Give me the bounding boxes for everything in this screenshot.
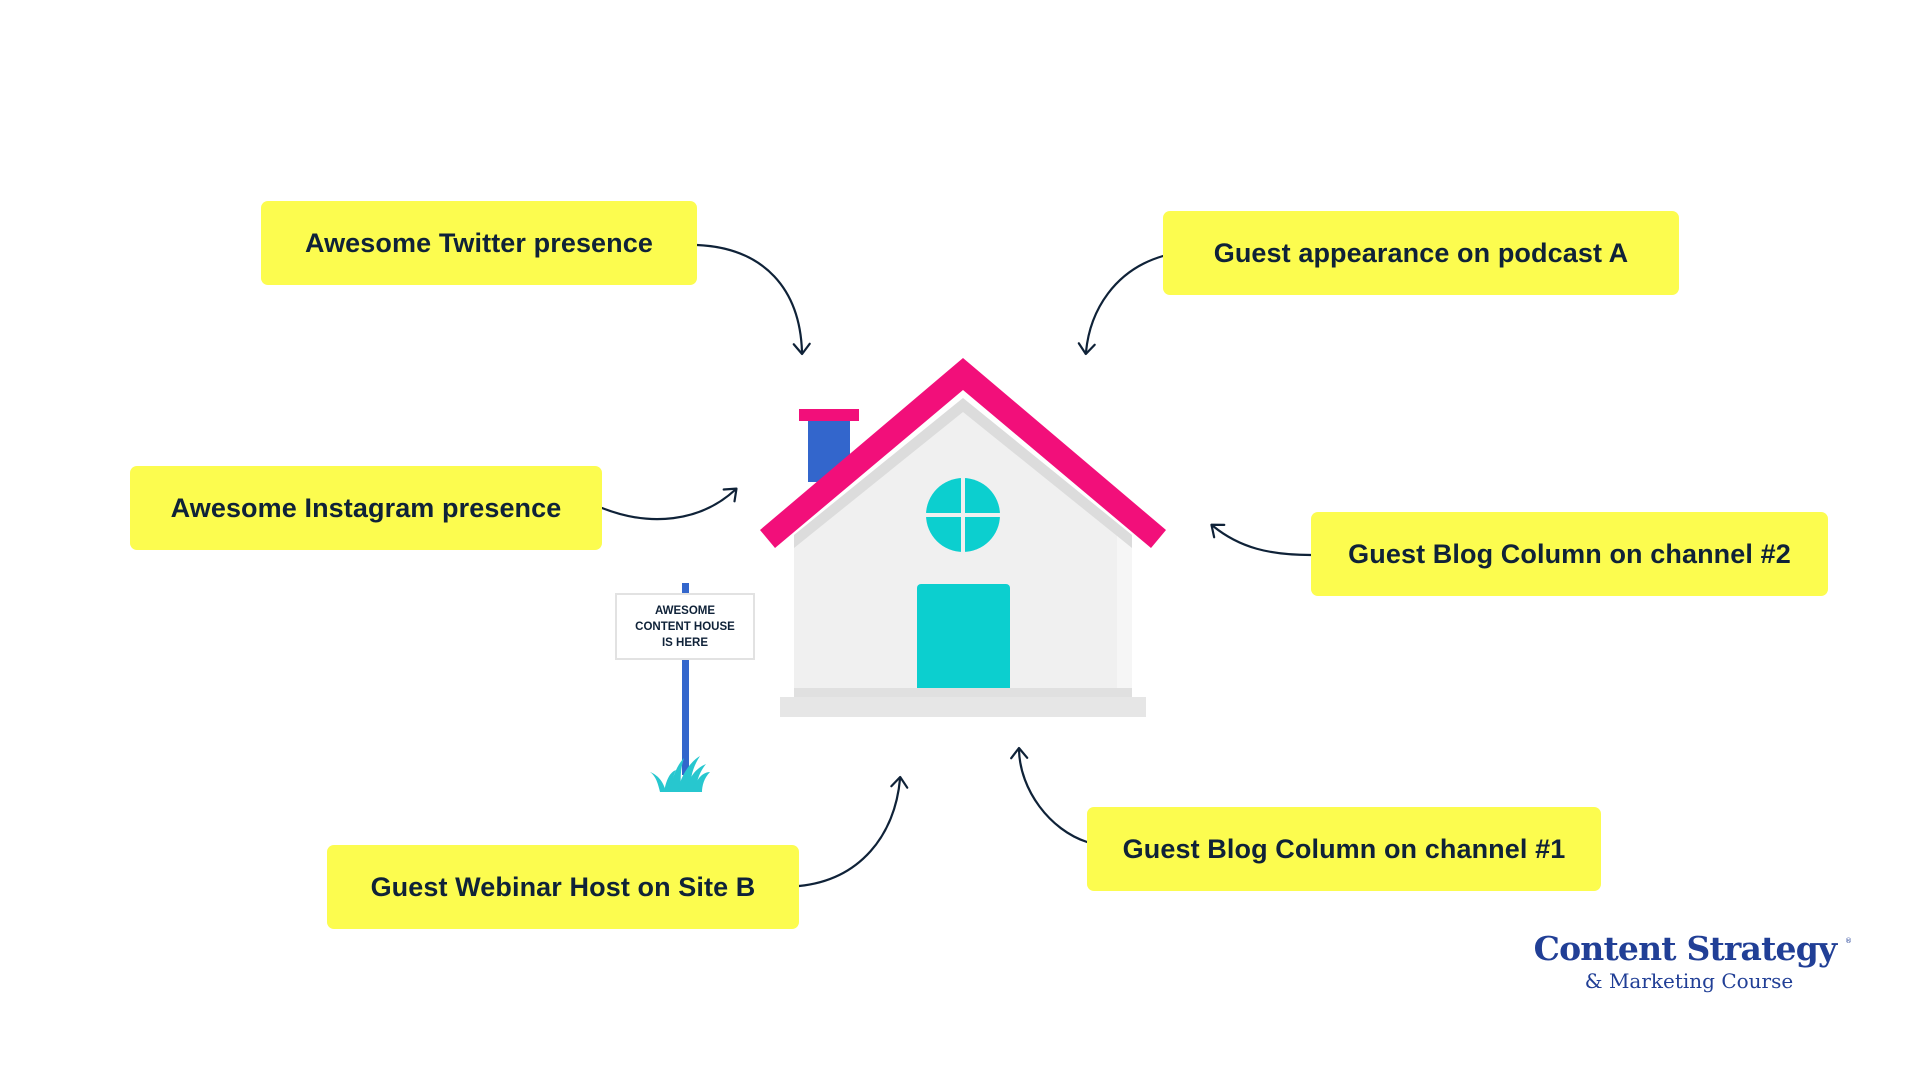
arrows xyxy=(600,243,1313,888)
logo-sub-text: & Marketing Course xyxy=(1584,969,1794,993)
callout-webinar: Guest Webinar Host on Site B xyxy=(327,845,799,929)
arrow-twitter xyxy=(695,243,811,356)
sign-line-3: IS HERE xyxy=(662,637,708,649)
logo-registered-mark: ® xyxy=(1845,937,1852,945)
callout-instagram: Awesome Instagram presence xyxy=(130,466,602,550)
logo-main-text: Content Strategy xyxy=(1533,929,1838,968)
sign-line-1: AWESOME xyxy=(655,605,715,617)
grass-icon xyxy=(650,756,710,792)
arrow-instagram xyxy=(600,487,738,521)
arrow-webinar xyxy=(797,775,909,888)
course-logo: Content Strategy ® & Marketing Course xyxy=(1520,929,1852,993)
arrow-blog1 xyxy=(1010,746,1089,844)
signpost-icon: AWESOME CONTENT HOUSE IS HERE xyxy=(615,583,755,792)
sign-line-2: CONTENT HOUSE xyxy=(635,621,735,633)
arrow-blog2 xyxy=(1210,523,1313,557)
house-icon xyxy=(760,358,1166,717)
arrow-podcast xyxy=(1077,254,1165,356)
callout-blog-channel-1: Guest Blog Column on channel #1 xyxy=(1087,807,1601,891)
callout-blog-channel-2: Guest Blog Column on channel #2 xyxy=(1311,512,1828,596)
callout-podcast: Guest appearance on podcast A xyxy=(1163,211,1679,295)
callout-twitter: Awesome Twitter presence xyxy=(261,201,697,285)
